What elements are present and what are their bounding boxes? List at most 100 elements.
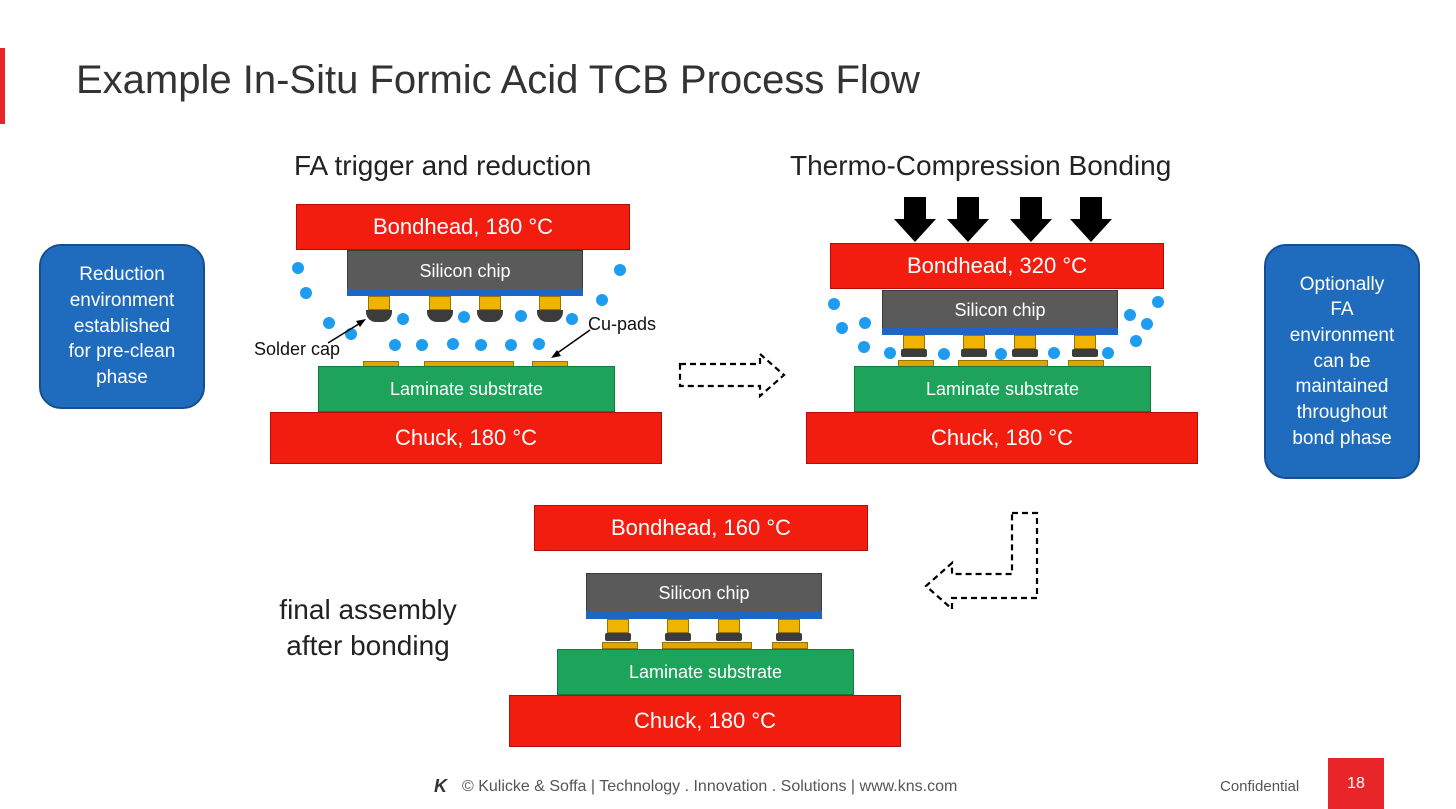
formic-acid-dot [995,348,1007,360]
note-line: throughout [1296,401,1388,423]
cu-pads-pointer-arrow [551,329,591,358]
kns-logo: K [434,776,447,796]
stage3-cu-pad [772,642,808,649]
final-assembly-line2: after bonding [286,630,450,662]
stage3-cu-pillar [718,619,740,633]
formic-acid-dot [858,341,870,353]
formic-acid-dot [1152,296,1164,308]
stage1-cu-pillar [539,296,561,310]
accent-bar [0,48,5,124]
stage2-chuck: Chuck, 180 °C [806,412,1198,464]
note-line: Optionally [1299,273,1385,295]
note-line: can be [1313,350,1371,372]
solder-cap-pointer-arrow [327,319,366,344]
stage2-laminate-substrate: Laminate substrate [854,366,1151,412]
stage2-heading: Thermo-Compression Bonding [790,150,1172,181]
formic-acid-dot [859,317,871,329]
note-line: bond phase [1292,427,1392,449]
solder-cap-label: Solder cap [254,339,341,359]
stage2-solder-joint [961,349,987,357]
page-number: 18 [1328,758,1384,809]
final-assembly-label: final assembly after bonding [262,592,474,665]
stage2-solder-joint [1072,349,1098,357]
formic-acid-dot [1102,347,1114,359]
formic-acid-dot [300,287,312,299]
stage1-chip-passivation [347,289,583,296]
stage3-cu-pillar [667,619,689,633]
slide-title: Example In-Situ Formic Acid TCB Process … [76,58,920,102]
stage1-laminate-substrate: Laminate substrate [318,366,615,412]
formic-acid-dot [533,338,545,350]
down-arrow-icon [1010,197,1052,242]
stage1-solder-cap [427,310,453,322]
stage3-solder-joint [605,633,631,641]
stage3-solder-joint [776,633,802,641]
note-optional-fa-environment: Optionally FA environment can be maintai… [1264,244,1420,479]
stage3-laminate-substrate: Laminate substrate [557,649,854,695]
stage2-cu-pillar [1014,335,1036,349]
stage3-bondhead: Bondhead, 160 °C [534,505,868,551]
stage2-cu-pillar [903,335,925,349]
note-line: environment [69,290,175,312]
stage1-bondhead: Bondhead, 180 °C [296,204,630,250]
stage2-cu-pillar [1074,335,1096,349]
formic-acid-dot [828,298,840,310]
formic-acid-dot [836,322,848,334]
formic-acid-dot [566,313,578,325]
note-line: FA [1330,299,1354,321]
stage1-solder-cap [366,310,392,322]
final-assembly-line1: final assembly [279,594,457,625]
stage1-heading: FA trigger and reduction [294,150,592,181]
stage2-chip-passivation [882,328,1118,335]
formic-acid-dot [1048,347,1060,359]
stage2-cu-pillar [963,335,985,349]
stage1-cu-pillar [479,296,501,310]
formic-acid-dot [505,339,517,351]
confidential-label: Confidential [1220,778,1300,795]
dashed-return-arrow-icon [924,511,1039,612]
formic-acid-dot [938,348,950,360]
stage1-solder-cap [477,310,503,322]
formic-acid-dot [323,317,335,329]
note-reduction-environment: Reduction environment established for pr… [39,244,205,409]
formic-acid-dot [1130,335,1142,347]
note-line: established [73,315,171,337]
stage1-chuck: Chuck, 180 °C [270,412,662,464]
formic-acid-dot [292,262,304,274]
formic-acid-dot [458,311,470,323]
formic-acid-dot [475,339,487,351]
note-line: environment [1289,325,1395,347]
note-line: Reduction [79,264,165,286]
stage2-bondhead: Bondhead, 320 °C [830,243,1164,289]
formic-acid-dot [389,339,401,351]
stage2-solder-joint [1012,349,1038,357]
stage3-solder-joint [716,633,742,641]
stage3-chuck: Chuck, 180 °C [509,695,901,747]
stage1-cu-pillar [368,296,390,310]
note-line: maintained [1295,376,1389,398]
note-line: for pre-clean [68,341,176,363]
formic-acid-dot [1124,309,1136,321]
formic-acid-dot [447,338,459,350]
down-arrow-icon [894,197,936,242]
stage3-cu-pillar [778,619,800,633]
stage1-cu-pillar [429,296,451,310]
formic-acid-dot [397,313,409,325]
stage3-chip-passivation [586,611,822,619]
formic-acid-dot [614,264,626,276]
down-arrow-icon [947,197,989,242]
down-arrow-icon [1070,197,1112,242]
stage3-cu-pillar [607,619,629,633]
formic-acid-dot [416,339,428,351]
formic-acid-dot [884,347,896,359]
formic-acid-dot [1141,318,1153,330]
stage2-silicon-chip: Silicon chip [882,290,1118,330]
footer-text: © Kulicke & Soffa | Technology . Innovat… [462,778,958,795]
note-line: phase [96,366,148,388]
stage3-cu-pad [662,642,752,649]
formic-acid-dot [596,294,608,306]
stage3-cu-pad [602,642,638,649]
stage1-solder-cap [537,310,563,322]
stage3-solder-joint [665,633,691,641]
